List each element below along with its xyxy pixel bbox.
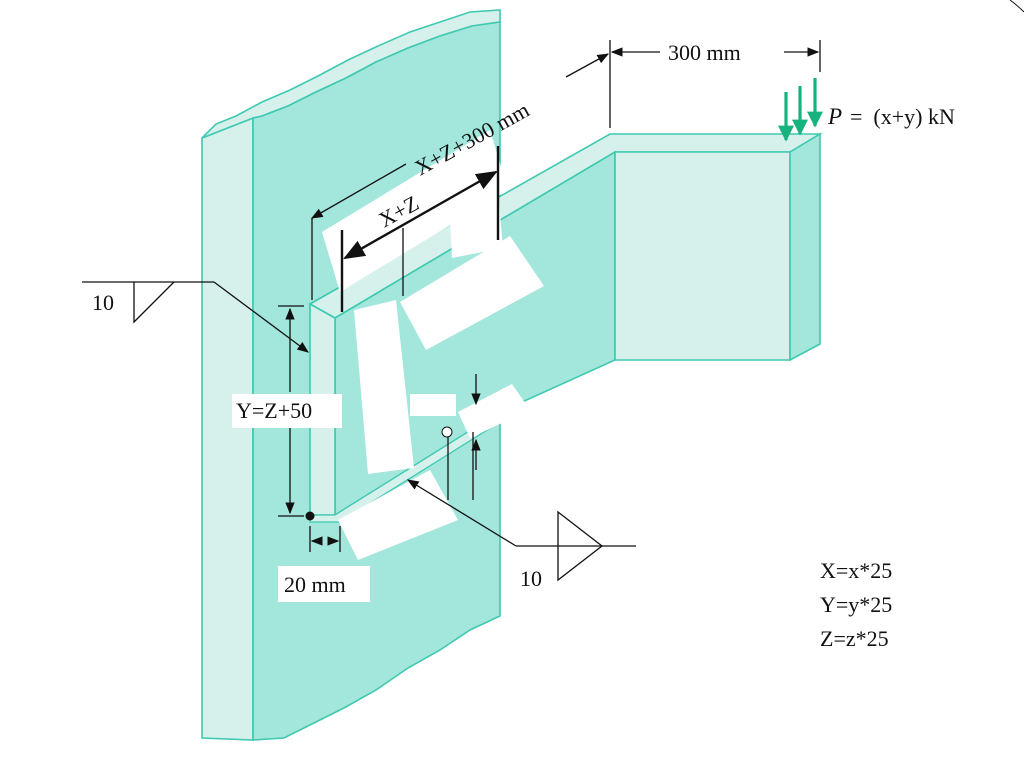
corner-arc <box>1009 0 1024 13</box>
label-20mm: 20 mm <box>284 572 346 597</box>
dimension-y: Y=Z+50 <box>232 305 342 517</box>
weld-symbol-top: 10 <box>82 281 309 353</box>
column-left-face <box>201 116 254 741</box>
variable-legend: X=x*25 Y=y*25 Z=z*25 <box>820 558 892 651</box>
weld-size-top: 10 <box>92 290 114 315</box>
dimension-gap <box>441 374 481 500</box>
dimension-20mm: 20 mm <box>278 511 370 602</box>
load-arrows <box>778 78 823 142</box>
bracket-end-face <box>789 132 821 362</box>
label-300mm: 300 mm <box>668 40 741 65</box>
bracket-side-panel <box>614 151 791 361</box>
legend-x: X=x*25 <box>820 558 892 583</box>
weld-size-bottom: 10 <box>520 566 542 591</box>
weld-symbol-bottom: 10 <box>407 479 636 594</box>
legend-z: Z=z*25 <box>820 626 889 651</box>
label-y: Y=Z+50 <box>236 398 312 423</box>
legend-y: Y=y*25 <box>820 592 892 617</box>
dimension-300mm: 300 mm <box>609 40 821 128</box>
load-value: = (x+y) kN <box>850 104 955 129</box>
load-symbol: P <box>827 104 842 129</box>
